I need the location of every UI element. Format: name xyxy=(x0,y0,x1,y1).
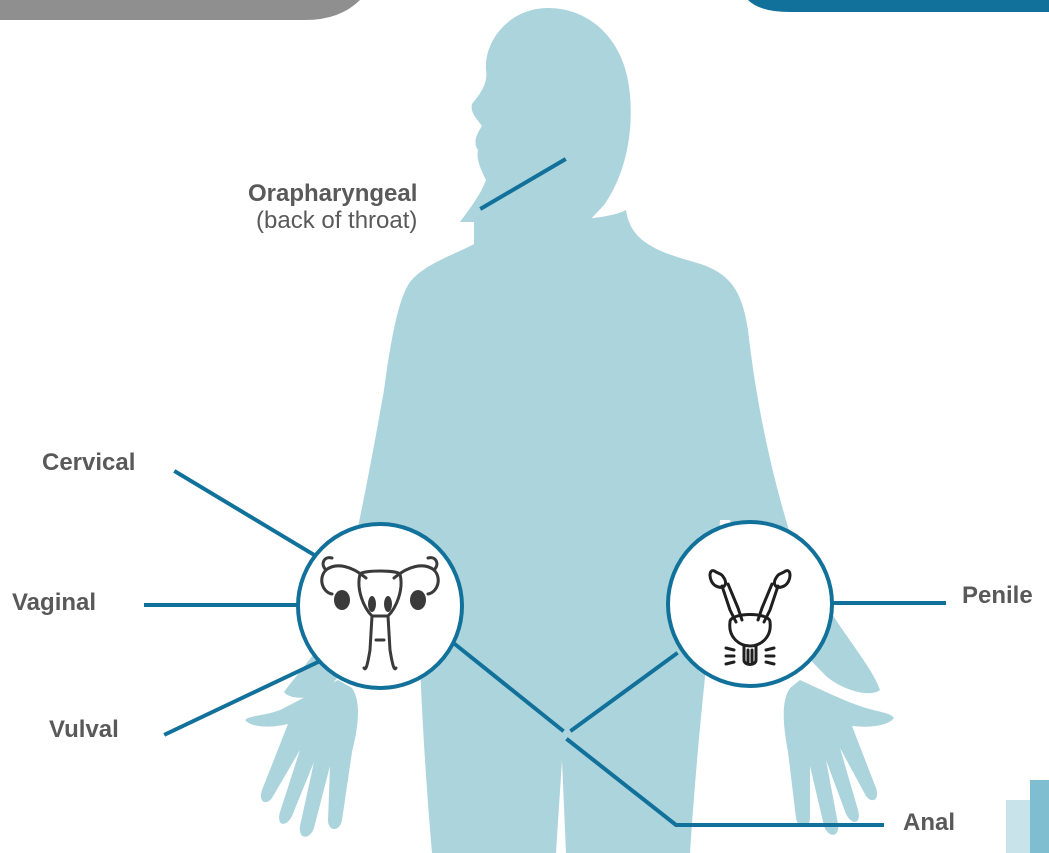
uterus-icon xyxy=(298,524,462,688)
corner-decoration xyxy=(1006,780,1049,853)
top-right-tab xyxy=(748,0,1049,12)
label-vulval: Vulval xyxy=(49,716,119,743)
left-hand xyxy=(245,680,358,837)
label-cervical: Cervical xyxy=(42,449,135,476)
label-oropharyngeal: Orapharyngeal (back of throat) xyxy=(248,180,417,234)
uterus-icon-circle xyxy=(298,524,462,688)
male-urogenital-icon xyxy=(668,522,832,686)
connector-cervical xyxy=(176,472,316,556)
body-silhouette xyxy=(245,8,894,853)
top-left-tab xyxy=(0,0,360,20)
label-oropharyngeal-note: (back of throat) xyxy=(248,207,417,234)
label-penile: Penile xyxy=(962,582,1033,609)
right-hand xyxy=(784,680,894,835)
label-vaginal: Vaginal xyxy=(12,589,96,616)
label-oropharyngeal-title: Orapharyngeal xyxy=(248,180,417,207)
label-anal: Anal xyxy=(903,809,955,836)
head xyxy=(460,8,631,222)
male-urogenital-icon-circle xyxy=(668,522,832,686)
